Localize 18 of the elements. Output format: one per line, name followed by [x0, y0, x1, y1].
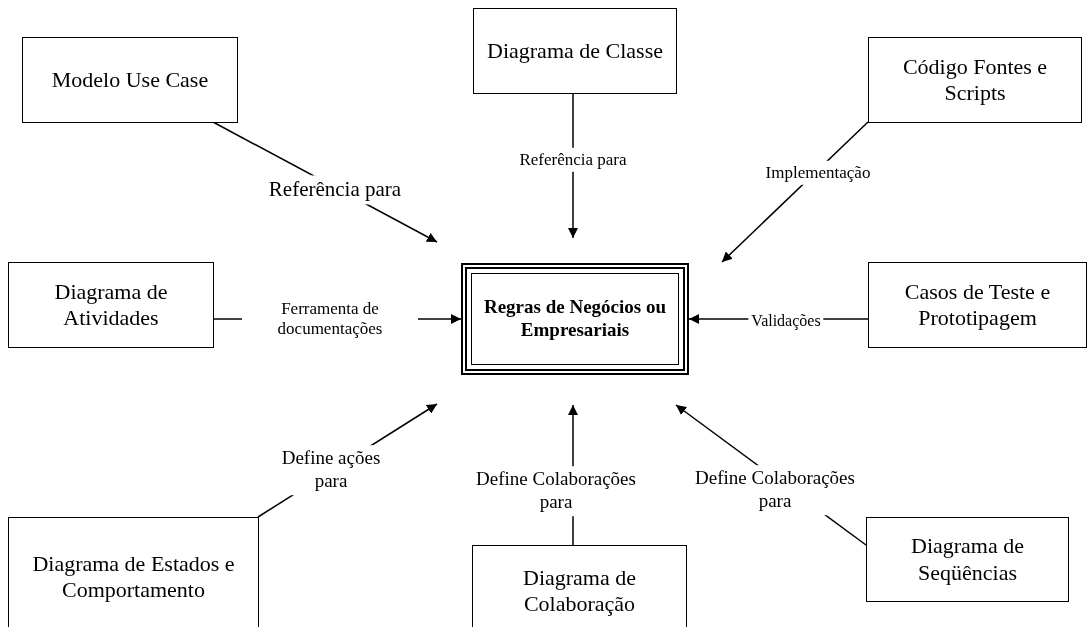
diagram-box: [22, 37, 238, 123]
diagram-box: [868, 262, 1087, 348]
diagram-box: [472, 545, 687, 627]
diagram-box: [866, 517, 1069, 602]
box-label: Diagrama de Estados e Comportamento: [31, 550, 236, 604]
box-label: Modelo Use Case: [51, 66, 209, 94]
box-label: Regras de Negócios ou Empresariais: [482, 296, 668, 342]
central-box: [461, 263, 689, 375]
box-label: Diagrama de Classe: [487, 37, 663, 65]
diagram-box: [473, 8, 677, 94]
box-label: Diagrama de Colaboração: [522, 564, 637, 618]
diagram-box: [8, 517, 259, 627]
box-label: Casos de Teste e Prototipagem: [903, 278, 1052, 332]
box-label: Diagrama de Atividades: [53, 278, 169, 332]
box-label: Código Fontes e Scripts: [901, 53, 1049, 107]
box-label: Diagrama de Seqüências: [910, 533, 1025, 586]
diagram-box: [8, 262, 214, 348]
diagram-box: [868, 37, 1082, 123]
